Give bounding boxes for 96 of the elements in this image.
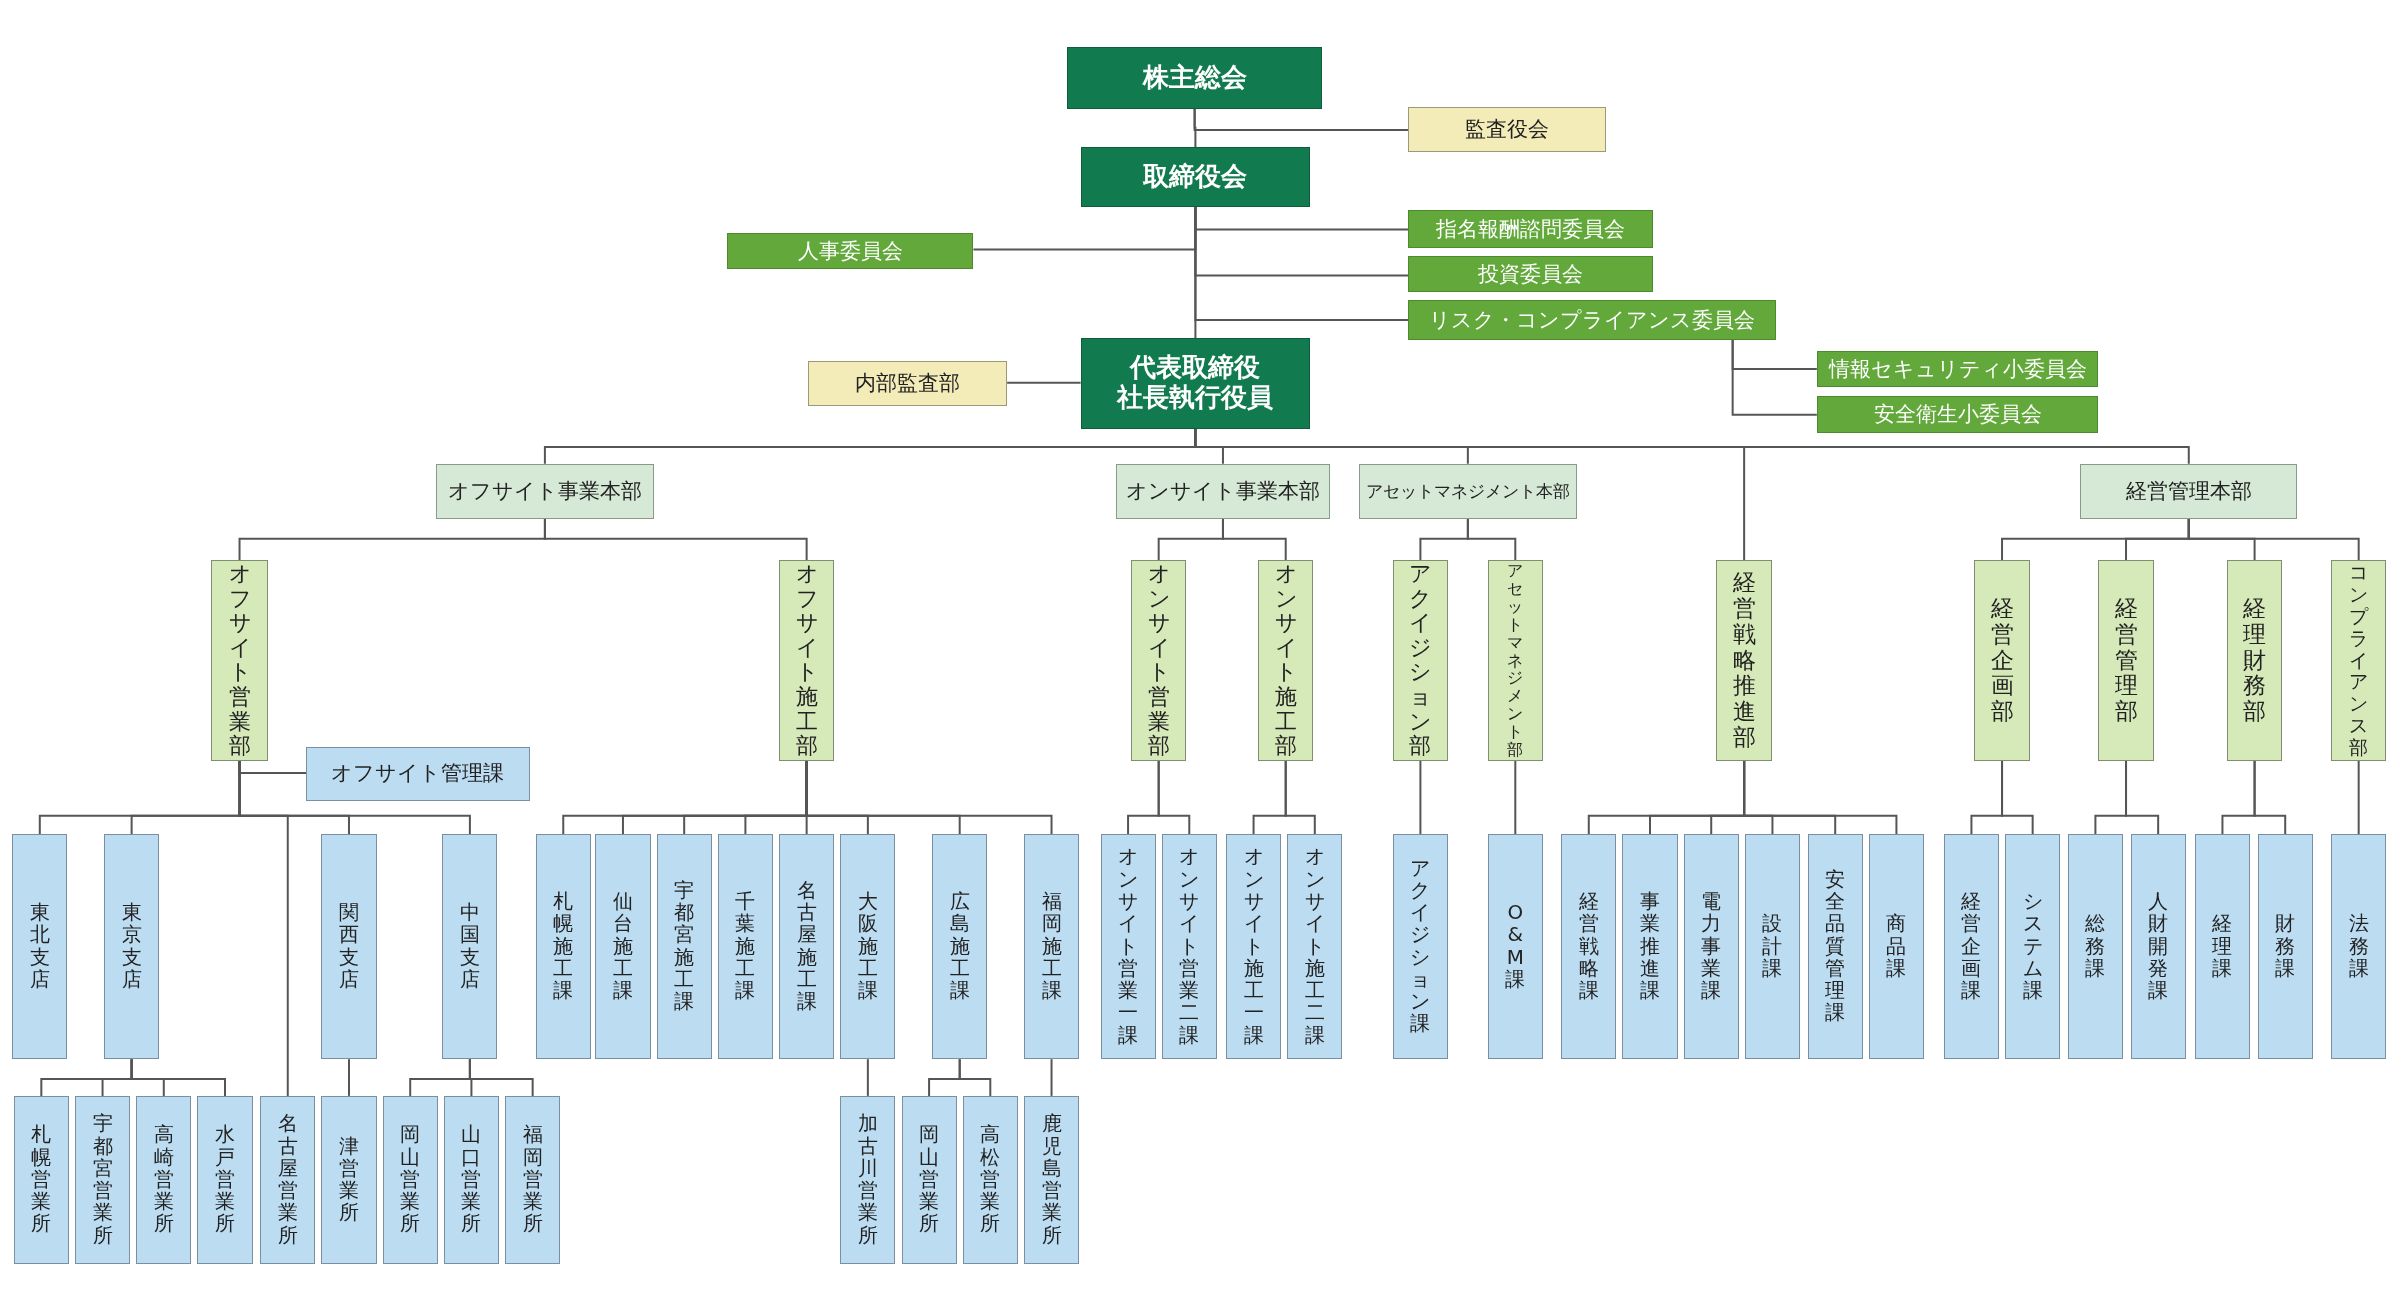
connector-line — [1514, 759, 1517, 836]
section-box: 事業推進課 — [1622, 834, 1678, 1060]
connector-line — [1194, 205, 1197, 340]
executive-box: 株主総会 — [1066, 47, 1323, 109]
connector-line — [1221, 517, 1287, 562]
connector-line — [1193, 107, 1197, 148]
section-box: 総務課 — [2067, 834, 2123, 1060]
department-box: 経営企画部 — [1974, 560, 2030, 761]
section-box: 東京支店 — [104, 834, 160, 1060]
section-box: O&M課 — [1487, 834, 1543, 1060]
section-box: 大阪施工課 — [840, 834, 896, 1060]
division-box: オンサイト事業本部 — [1115, 463, 1331, 519]
section-box: システム課 — [2005, 834, 2061, 1060]
committee-box: 情報セキュリティ小委員会 — [1816, 350, 2099, 388]
section-box: 広島施工課 — [932, 834, 988, 1060]
section-box: 仙台施工課 — [595, 834, 651, 1060]
audit-box: 内部監査部 — [808, 361, 1008, 406]
section-box: 名古屋施工課 — [779, 834, 835, 1060]
connector-line — [1006, 381, 1082, 384]
committee-box: 安全衛生小委員会 — [1816, 396, 2099, 434]
committee-box: リスク・コンプライアンス委員会 — [1408, 300, 1776, 340]
connector-line — [1194, 427, 2190, 465]
connector-line — [2253, 759, 2287, 836]
connector-line — [1743, 759, 1898, 836]
connector-line — [348, 1058, 350, 1097]
section-box: 安全品質管理課 — [1807, 834, 1863, 1060]
connector-line — [2187, 517, 2360, 562]
section-box: 経営企画課 — [1943, 834, 1999, 1060]
office-box: 岡山営業所 — [901, 1095, 957, 1265]
office-box: 宇都宮営業所 — [75, 1095, 131, 1265]
office-box: 岡山営業所 — [382, 1095, 438, 1265]
section-box: 札幌施工課 — [535, 834, 591, 1060]
connector-line — [543, 517, 808, 562]
section-box: オンサイト施工二課 — [1287, 834, 1343, 1060]
department-box: 経営管理部 — [2098, 560, 2154, 761]
department-box: コンプライアンス部 — [2331, 560, 2387, 761]
section-box: オンサイト営業一課 — [1100, 834, 1156, 1060]
section-box: 宇都宮施工課 — [656, 834, 712, 1060]
office-box: 高崎営業所 — [136, 1095, 192, 1265]
connector-line — [2357, 759, 2360, 836]
connector-line — [1157, 759, 1191, 836]
division-box: アセットマネジメント本部 — [1359, 463, 1577, 519]
office-box: 津営業所 — [321, 1095, 377, 1265]
office-box: 加古川営業所 — [840, 1095, 896, 1265]
section-box: アクイジション課 — [1392, 834, 1448, 1060]
section-box: オンサイト施工一課 — [1226, 834, 1282, 1060]
section-box: 財務課 — [2257, 834, 2313, 1060]
committee-box: 指名報酬諮問委員会 — [1408, 209, 1654, 248]
office-box: 水戸営業所 — [197, 1095, 253, 1265]
section-box: 経営戦略課 — [1561, 834, 1617, 1060]
connector-line — [2125, 759, 2160, 836]
connector-line — [866, 1058, 869, 1097]
connector-line — [1284, 759, 1316, 836]
connector-line — [958, 1058, 992, 1097]
department-box: オンサイト施工部 — [1258, 560, 1314, 761]
section-box: オンサイト営業二課 — [1161, 834, 1217, 1060]
office-box: 山口営業所 — [443, 1095, 499, 1265]
connector-line — [130, 1058, 226, 1097]
section-box: 中国支店 — [442, 834, 498, 1060]
section-box: 人財開発課 — [2130, 834, 2186, 1060]
office-box: 福岡営業所 — [505, 1095, 561, 1265]
connector-line — [468, 1058, 534, 1097]
section-box: 設計課 — [1744, 834, 1800, 1060]
connector-line — [1419, 759, 1422, 836]
office-box: 札幌営業所 — [13, 1095, 69, 1265]
connector-line — [238, 759, 471, 836]
executive-box: 取締役会 — [1080, 146, 1311, 207]
section-box: 商品課 — [1868, 834, 1924, 1060]
connector-line — [1050, 1058, 1053, 1097]
connector-line — [1731, 338, 1818, 416]
connector-line — [2001, 759, 2034, 836]
office-box: 鹿児島営業所 — [1023, 1095, 1080, 1265]
section-box: 電力事業課 — [1683, 834, 1739, 1060]
section-box: 福岡施工課 — [1023, 834, 1080, 1060]
connector-line — [1466, 517, 1517, 562]
department-box: 経営戦略推進部 — [1715, 560, 1773, 761]
office-box: 高松営業所 — [962, 1095, 1018, 1265]
department-box: 経理財務部 — [2227, 560, 2283, 761]
department-box: オフサイト営業部 — [211, 560, 268, 761]
section-box: 法務課 — [2331, 834, 2387, 1060]
section-box: 経理課 — [2194, 834, 2250, 1060]
committee-box: 人事委員会 — [727, 232, 974, 270]
department-box: オフサイト施工部 — [779, 560, 835, 761]
section-box: 東北支店 — [12, 834, 68, 1060]
committee-box: 投資委員会 — [1408, 255, 1654, 293]
executive-box: 代表取締役 社長執行役員 — [1080, 338, 1311, 429]
section-box: 千葉施工課 — [717, 834, 773, 1060]
audit-box: 監査役会 — [1408, 107, 1606, 152]
section-box: 関西支店 — [321, 834, 377, 1060]
department-box: アセットマネジメント部 — [1487, 560, 1543, 761]
office-box: 名古屋営業所 — [260, 1095, 316, 1265]
division-box: オフサイト事業本部 — [436, 463, 654, 519]
section-box: オフサイト管理課 — [306, 746, 530, 801]
department-box: アクイジション部 — [1392, 560, 1448, 761]
department-box: オンサイト営業部 — [1131, 560, 1187, 761]
division-box: 経営管理本部 — [2080, 463, 2298, 519]
